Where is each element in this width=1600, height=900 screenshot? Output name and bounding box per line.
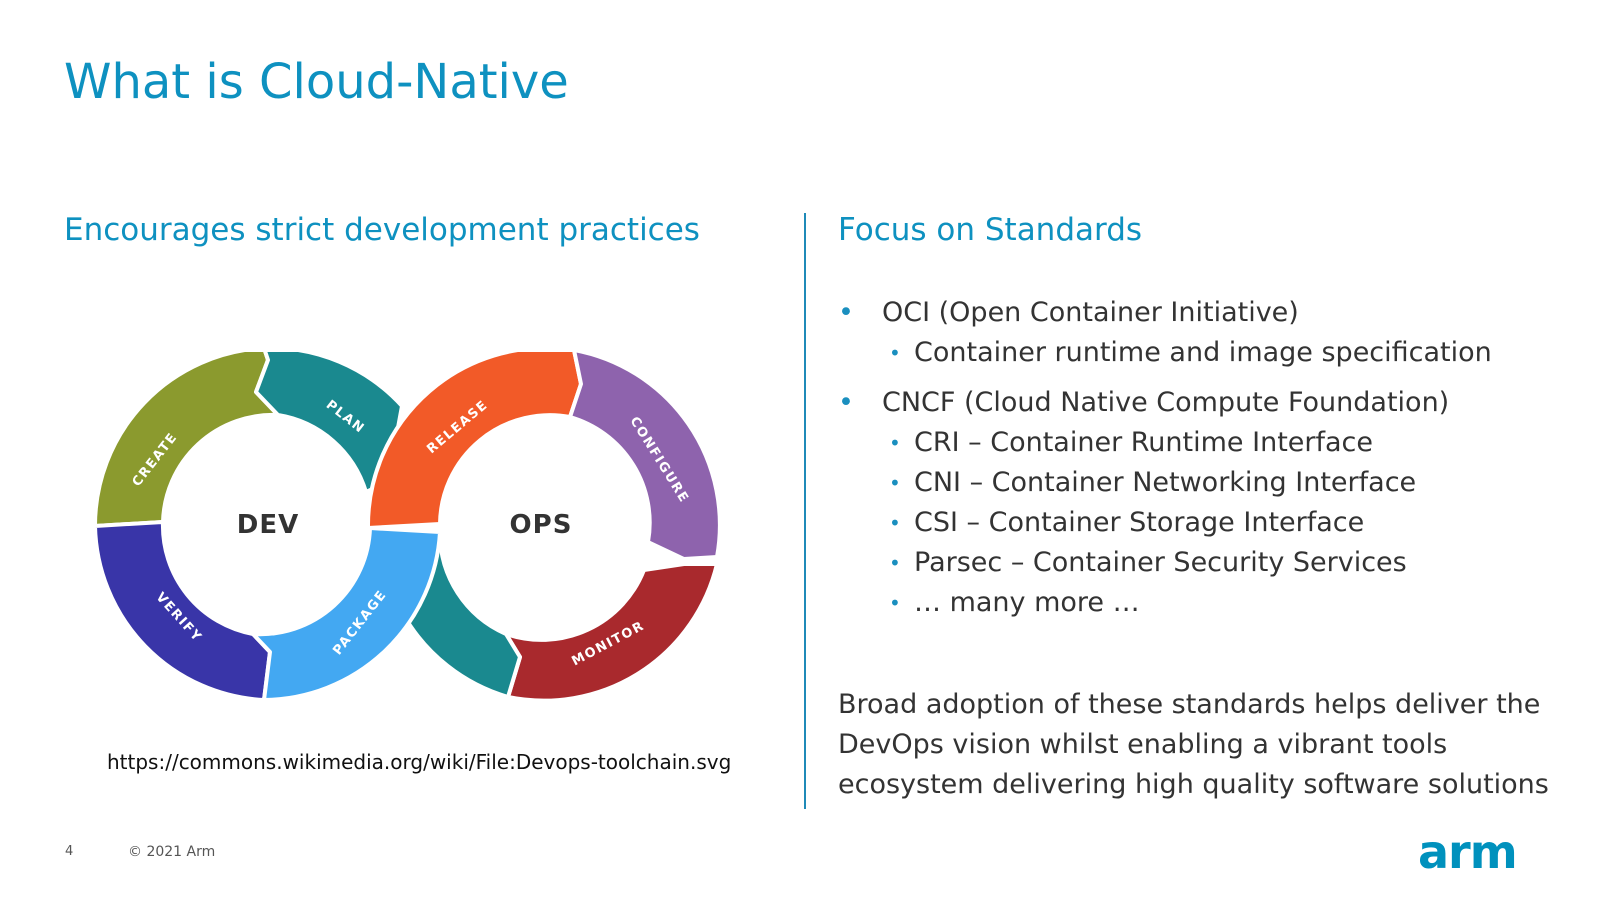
summary-line: DevOps vision whilst enabling a vibrant … [838,729,1448,760]
column-divider [804,213,806,809]
segment-package [251,526,442,702]
segment-plan [254,352,404,494]
hub-label-dev: DEV [237,510,299,540]
standard-item: OCI (Open Container Initiative) [838,293,1578,333]
summary-line: ecosystem delivering high quality softwa… [838,769,1549,800]
segment-configure [568,352,722,561]
devops-toolchain-diagram: CREATE PLAN RELEASE CONFIGURE MONITOR PA… [92,352,722,703]
standard-subitem: Parsec – Container Security Services [838,543,1578,583]
hub-label-ops: OPS [510,510,573,540]
standard-item: CNCF (Cloud Native Compute Foundation) [838,383,1578,423]
standard-subitem: CNI – Container Networking Interface [838,463,1578,503]
image-source-link[interactable]: https://commons.wikimedia.org/wiki/File:… [107,750,732,774]
standard-subitem: Container runtime and image specificatio… [838,333,1578,373]
segment-create [92,352,280,528]
arm-logo: arm [1418,832,1518,876]
standard-subitem: CSI – Container Storage Interface [838,503,1578,543]
page-number: 4 [65,844,74,859]
left-heading: Encourages strict development practices [64,212,700,248]
summary-paragraph: Broad adoption of these standards helps … [838,685,1578,805]
standard-subitem: CRI – Container Runtime Interface [838,423,1578,463]
standards-list: OCI (Open Container Initiative)Container… [838,293,1578,623]
logo-text: arm [1418,832,1517,876]
right-heading: Focus on Standards [838,212,1143,248]
standard-subitem: … many more … [838,583,1578,623]
copyright: © 2021 Arm [128,844,216,860]
slide-title: What is Cloud-Native [64,54,569,110]
segment-monitor [504,562,719,703]
segment-verify [93,520,272,702]
summary-line: Broad adoption of these standards helps … [838,689,1541,720]
segment-release [365,352,583,530]
